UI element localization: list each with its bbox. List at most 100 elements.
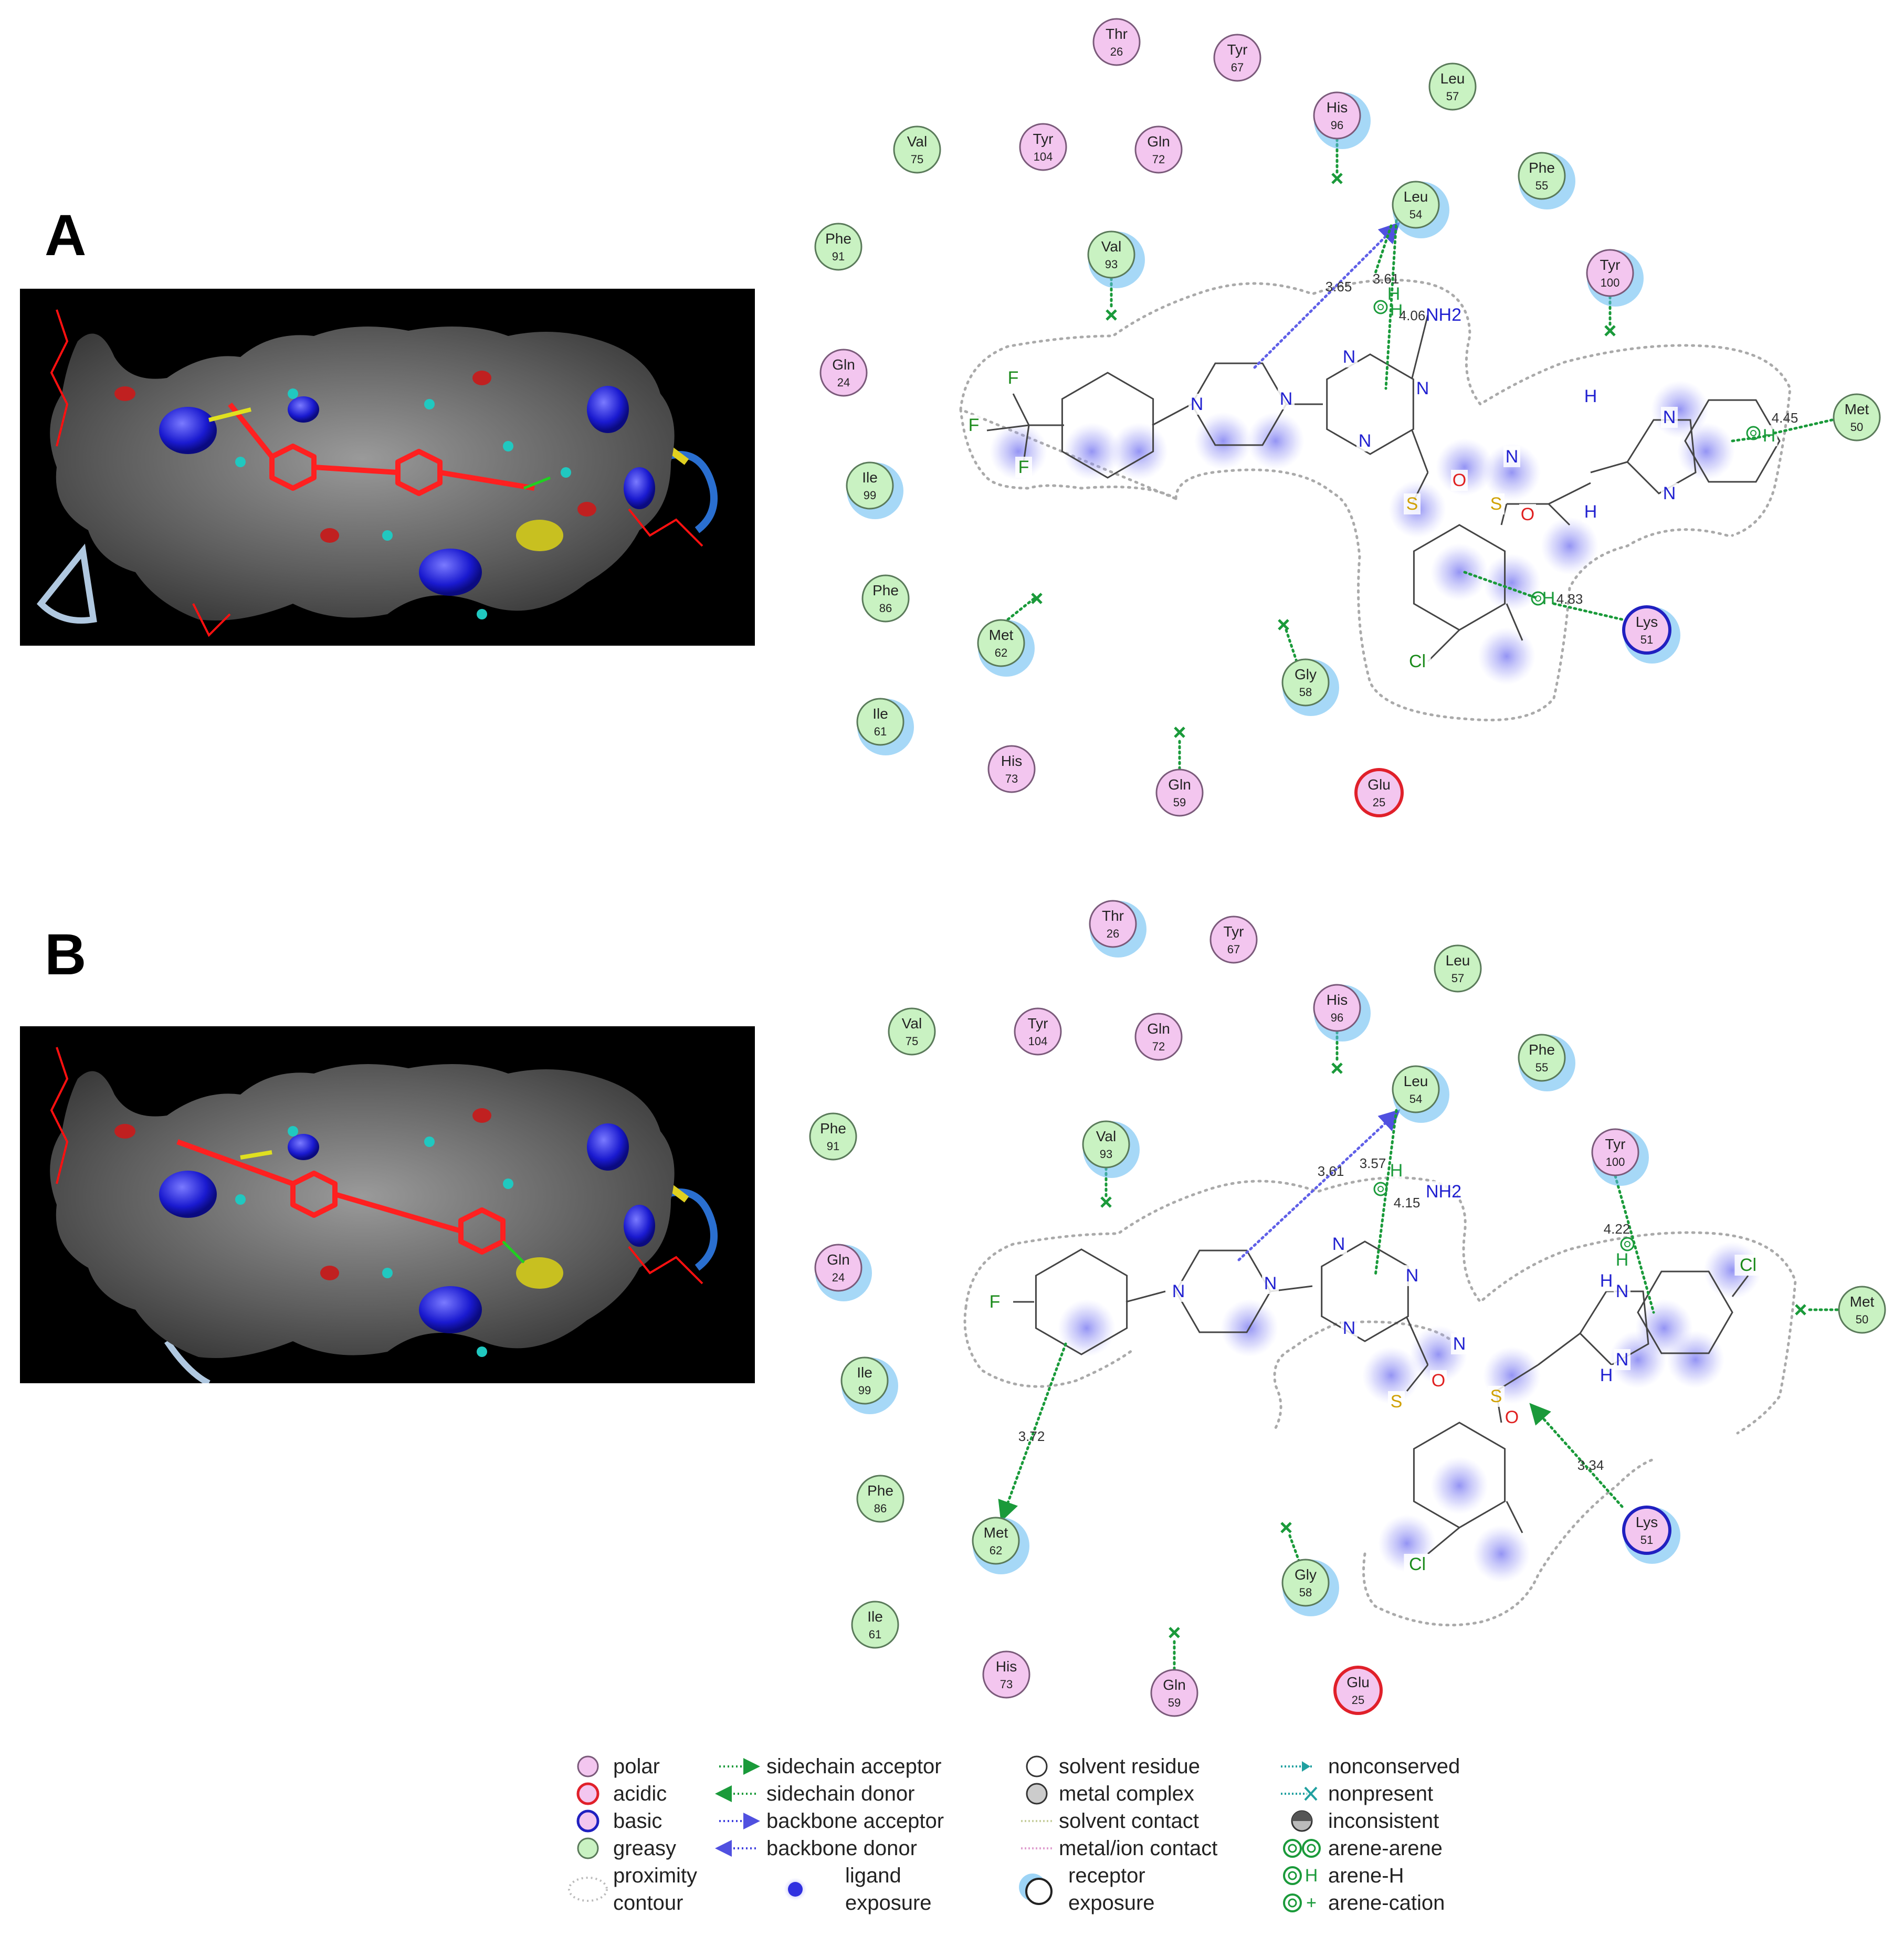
- atom-label: N: [1453, 1334, 1466, 1354]
- residue-name: Phe: [867, 1482, 893, 1499]
- residue-number: 96: [1331, 1011, 1343, 1024]
- residue-number: 25: [1373, 796, 1385, 809]
- ring-bond: [1579, 1290, 1649, 1366]
- bond: [1506, 603, 1523, 641]
- residue-disc: [840, 1356, 889, 1405]
- residue-number: 24: [832, 1271, 845, 1284]
- panel-label-a: A: [45, 203, 87, 268]
- legend-label: receptor: [1068, 1864, 1145, 1887]
- residue-name: Ile: [872, 706, 888, 722]
- residue-name: Tyr: [1227, 41, 1248, 58]
- residue-disc: [888, 1007, 936, 1056]
- residue-disc: [1019, 123, 1067, 171]
- ligand-exposure-blob: [1541, 517, 1598, 575]
- residue-number: 51: [1640, 633, 1653, 646]
- atom-label: N: [1506, 447, 1519, 467]
- residue-name: Met: [1845, 401, 1869, 417]
- legend-swatch-polar: [577, 1755, 599, 1777]
- nonpresent-line: [1006, 597, 1036, 621]
- residue-disc: [814, 223, 862, 271]
- residue-name: Phe: [1529, 1041, 1555, 1058]
- nonpresent-marker: [1031, 593, 1043, 604]
- atom-label: N: [1280, 389, 1293, 409]
- residue-disc: [1392, 1065, 1440, 1113]
- ligand-exposure-blob: [1483, 554, 1541, 612]
- residue-disc: [1518, 152, 1566, 200]
- ring-bond: [1035, 1248, 1128, 1355]
- arene-h-line: [1463, 571, 1540, 600]
- residue-number: 72: [1152, 1040, 1165, 1053]
- bond: [1023, 425, 1030, 462]
- atom-label: F: [1008, 368, 1019, 388]
- residue-number: 100: [1606, 1155, 1625, 1169]
- distance-label: 4.06: [1399, 308, 1426, 323]
- arene-h-marker: [1531, 591, 1545, 606]
- residue-number: 50: [1856, 1313, 1868, 1326]
- residue-name: Gly: [1295, 666, 1317, 682]
- residue-name: Tyr: [1033, 131, 1054, 147]
- residue-disc: [846, 461, 894, 510]
- residue-name: Leu: [1404, 1073, 1428, 1089]
- residue-number: 96: [1331, 119, 1343, 132]
- atom-label: Cl: [1740, 1255, 1756, 1275]
- atom-label: N: [1343, 347, 1356, 367]
- residue-number: 73: [1000, 1678, 1013, 1691]
- legend-label: arene-H: [1328, 1864, 1404, 1887]
- residue-name: Phe: [872, 582, 899, 598]
- atom-label: S: [1490, 494, 1502, 514]
- residue-name: Gly: [1295, 1566, 1317, 1583]
- bond: [1125, 1290, 1166, 1303]
- atom-label: O: [1505, 1407, 1519, 1427]
- atom-label: H: [1584, 386, 1597, 406]
- residue-name: Val: [1101, 238, 1121, 255]
- surface-image-a: [36, 309, 718, 637]
- residue-disc: [1354, 768, 1404, 817]
- residue-number: 51: [1640, 1533, 1653, 1546]
- legend-label: acidic: [613, 1782, 667, 1805]
- residue-name: Phe: [825, 230, 851, 247]
- residue-number: 86: [879, 602, 892, 615]
- residue-number: 26: [1107, 927, 1119, 940]
- atom-label: N: [1172, 1281, 1185, 1301]
- nonpresent-marker: [1169, 1627, 1180, 1638]
- distance-label: 3.61: [1318, 1163, 1344, 1179]
- residue-disc: [1518, 1034, 1566, 1082]
- nonpresent-marker: [1331, 1062, 1343, 1074]
- atom-label: N: [1359, 431, 1372, 451]
- residue-name: Ile: [862, 469, 878, 486]
- nonpresent-marker: [1174, 727, 1185, 738]
- svg-text:H: H: [1305, 1866, 1318, 1886]
- residue-disc: [977, 619, 1025, 667]
- legend-label: exposure: [1068, 1891, 1155, 1914]
- bond: [1152, 403, 1192, 426]
- residue-number: 58: [1299, 686, 1312, 699]
- nonpresent-marker: [1331, 173, 1343, 184]
- ligand-exposure-blob: [1478, 627, 1535, 685]
- nonpresent-line: [1285, 628, 1298, 663]
- residue-name: Thr: [1106, 26, 1128, 42]
- bond: [1731, 1275, 1749, 1297]
- atom-label: H: [1616, 1250, 1629, 1270]
- legend-label: sidechain acceptor: [766, 1755, 942, 1778]
- legend-swatch-basic: [576, 1809, 599, 1833]
- residue-disc: [819, 349, 868, 397]
- distance-label: 3.34: [1577, 1457, 1604, 1473]
- residue-name: Gln: [827, 1251, 850, 1268]
- residue-name: Phe: [1529, 160, 1555, 176]
- residue-name: Met: [1850, 1293, 1875, 1310]
- bond: [1406, 1364, 1429, 1392]
- atom-label: N: [1406, 1266, 1419, 1286]
- residue-disc: [1014, 1007, 1062, 1056]
